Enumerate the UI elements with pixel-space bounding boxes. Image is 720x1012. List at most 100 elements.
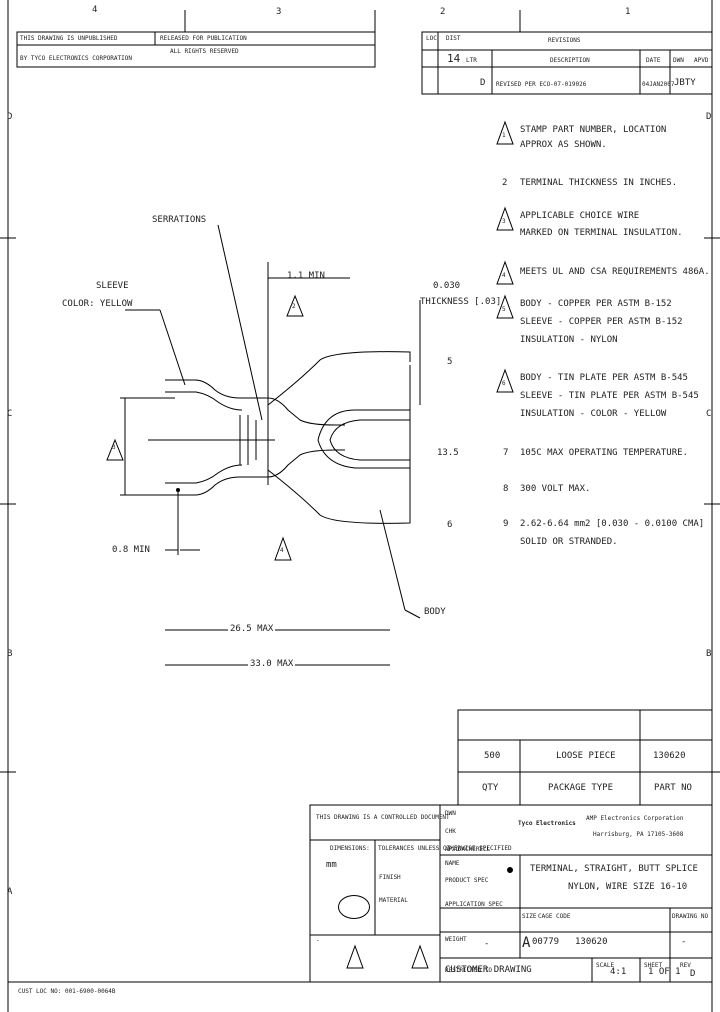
note-3-line: APPLICABLE CHOICE WIRE — [520, 211, 640, 221]
logo-dot — [507, 867, 513, 873]
projection-symbol — [338, 895, 370, 919]
width-dimension: 13.5 — [437, 448, 459, 458]
header-text: DIST — [446, 35, 461, 42]
qty-value: 500 — [484, 751, 501, 761]
weight-label: WEIGHT — [445, 936, 467, 943]
part-number-value: 130620 — [653, 751, 686, 761]
scale-label: SCALE — [596, 962, 615, 969]
qty-label: QTY — [482, 783, 499, 793]
company-name: Tyco Electronics — [518, 820, 576, 827]
note-6-line: SLEEVE - TIN PLATE PER ASTM B-545 — [520, 391, 699, 401]
thickness-label: 0.030 — [433, 281, 461, 291]
package-label: PACKAGE TYPE — [548, 783, 614, 793]
company-subtitle: AMP Electronics Corporation — [586, 815, 684, 822]
note-4-line: MEETS UL AND CSA REQUIREMENTS 486A. — [520, 267, 710, 277]
header-text: ALL RIGHTS RESERVED — [170, 48, 239, 55]
revision-value: D — [690, 969, 696, 979]
serrations-label: SERRATIONS — [152, 215, 207, 225]
revision-date: 04JAN2007 — [642, 81, 675, 88]
drawing-number: 130620 — [575, 937, 608, 947]
note-6-line: BODY - TIN PLATE PER ASTM B-545 — [520, 373, 688, 383]
dimension-point — [176, 488, 180, 492]
revisions-title: REVISIONS — [548, 37, 581, 44]
thickness-label: THICKNESS [.03] — [420, 297, 502, 307]
note-9-number: 9 — [503, 519, 509, 529]
footer-code: CUST LOC NO: 001-6900-0064B — [18, 988, 116, 995]
note-2-line: TERMINAL THICKNESS IN INCHES. — [520, 178, 678, 188]
product-spec-label: PRODUCT SPEC — [445, 877, 489, 884]
size-label: SIZE — [522, 913, 537, 920]
note-3-line: MARKED ON TERMINAL INSULATION. — [520, 228, 683, 238]
zone-label: 2 — [440, 7, 446, 17]
tolerances-label: TOLERANCES UNLESS OTHERWISE SPECIFIED — [378, 845, 512, 852]
zone-label: C — [706, 409, 712, 419]
sheet-value: 1 OF 1 — [648, 967, 681, 977]
drafter-name: J. JACHERELL — [447, 846, 491, 853]
checked-by-label: CHK — [445, 828, 456, 835]
note-9-line: 2.62-6.64 mm2 [0.030 - 0.0100 CMA] — [520, 519, 705, 529]
length-dimension: 26.5 MAX — [228, 624, 276, 634]
length-dimension: 33.0 MAX — [248, 659, 296, 669]
note-flag-number: 5 — [502, 306, 506, 313]
cage-code: 00779 — [532, 937, 560, 947]
title-label: NAME — [445, 860, 460, 867]
note-5-line: INSULATION - NYLON — [520, 335, 618, 345]
drawing-title-line: NYLON, WIRE SIZE 16-10 — [568, 882, 688, 892]
title-block-marker: - — [316, 937, 320, 944]
note-1-line: STAMP PART NUMBER, LOCATION — [520, 125, 667, 135]
sleeve-color-label: COLOR: YELLOW — [62, 299, 133, 309]
company-address: Harrisburg, PA 17105-3608 — [593, 831, 684, 838]
flag-number: 4 — [280, 547, 284, 554]
dimension-marker: 5 — [447, 357, 453, 367]
zone-label: 3 — [276, 7, 282, 17]
note-9-line: SOLID OR STRANDED. — [520, 537, 618, 547]
scale-value: 4:1 — [610, 967, 627, 977]
zone-label: D — [706, 112, 712, 122]
header-left-box — [16, 31, 376, 68]
revisions-column: DATE — [646, 57, 661, 64]
zone-label: D — [7, 112, 13, 122]
note-5-line: BODY - COPPER PER ASTM B-152 — [520, 299, 672, 309]
header-text: BY TYCO ELECTRONICS CORPORATION — [20, 55, 132, 62]
dimensions-label: DIMENSIONS: — [330, 845, 370, 852]
revisions-column: DESCRIPTION — [550, 57, 590, 64]
customer-drawing-label: CUSTOMER DRAWING — [445, 965, 532, 975]
revisions-column: LTR — [466, 57, 477, 64]
note-flag-number: 6 — [502, 380, 506, 387]
drawing-number-suffix: - — [681, 937, 687, 947]
note-7-number: 7 — [503, 448, 509, 458]
revisions-column: DWN — [673, 57, 684, 64]
zone-label: 1 — [625, 7, 631, 17]
cage-label: CAGE CODE — [538, 913, 571, 920]
drawing-title-line: TERMINAL, STRAIGHT, BUTT SPLICE — [530, 864, 698, 874]
header-text: THIS DRAWING IS UNPUBLISHED — [20, 35, 118, 42]
min-dimension: 1.1 MIN — [287, 271, 325, 281]
controlled-document-text: THIS DRAWING IS A CONTROLLED DOCUMENT — [316, 814, 450, 821]
note-flag-number: 1 — [502, 132, 506, 139]
note-flag-number: 4 — [502, 272, 506, 279]
note-6-line: INSULATION - COLOR - YELLOW — [520, 409, 667, 419]
weight-value: - — [484, 939, 490, 949]
revision-letter: D — [480, 78, 486, 88]
revision-approval: JBTY — [674, 78, 696, 88]
flag-number: 2 — [292, 303, 296, 310]
part-number-label: PART NO — [654, 783, 692, 793]
zone-label: B — [706, 649, 712, 659]
sleeve-label: SLEEVE — [96, 281, 129, 291]
revisions-column: APVD — [694, 57, 709, 64]
finish-label: FINISH — [379, 874, 401, 881]
header-text: LOC — [426, 35, 437, 42]
approved-by-label: APVD — [445, 846, 460, 853]
header-text: RELEASED FOR PUBLICATION — [160, 35, 247, 42]
material-label: MATERIAL — [379, 897, 408, 904]
sheet-size: A — [522, 935, 531, 951]
drawing-number-label: DRAWING NO — [672, 913, 709, 920]
flag-number: 3 — [112, 444, 116, 451]
sheet-label: SHEET — [644, 962, 663, 969]
note-5-line: SLEEVE - COPPER PER ASTM B-152 — [520, 317, 683, 327]
dimension-marker: 6 — [447, 520, 453, 530]
revisions-box — [421, 31, 713, 95]
package-value: LOOSE PIECE — [556, 751, 616, 761]
min-dimension: 0.8 MIN — [112, 545, 150, 555]
